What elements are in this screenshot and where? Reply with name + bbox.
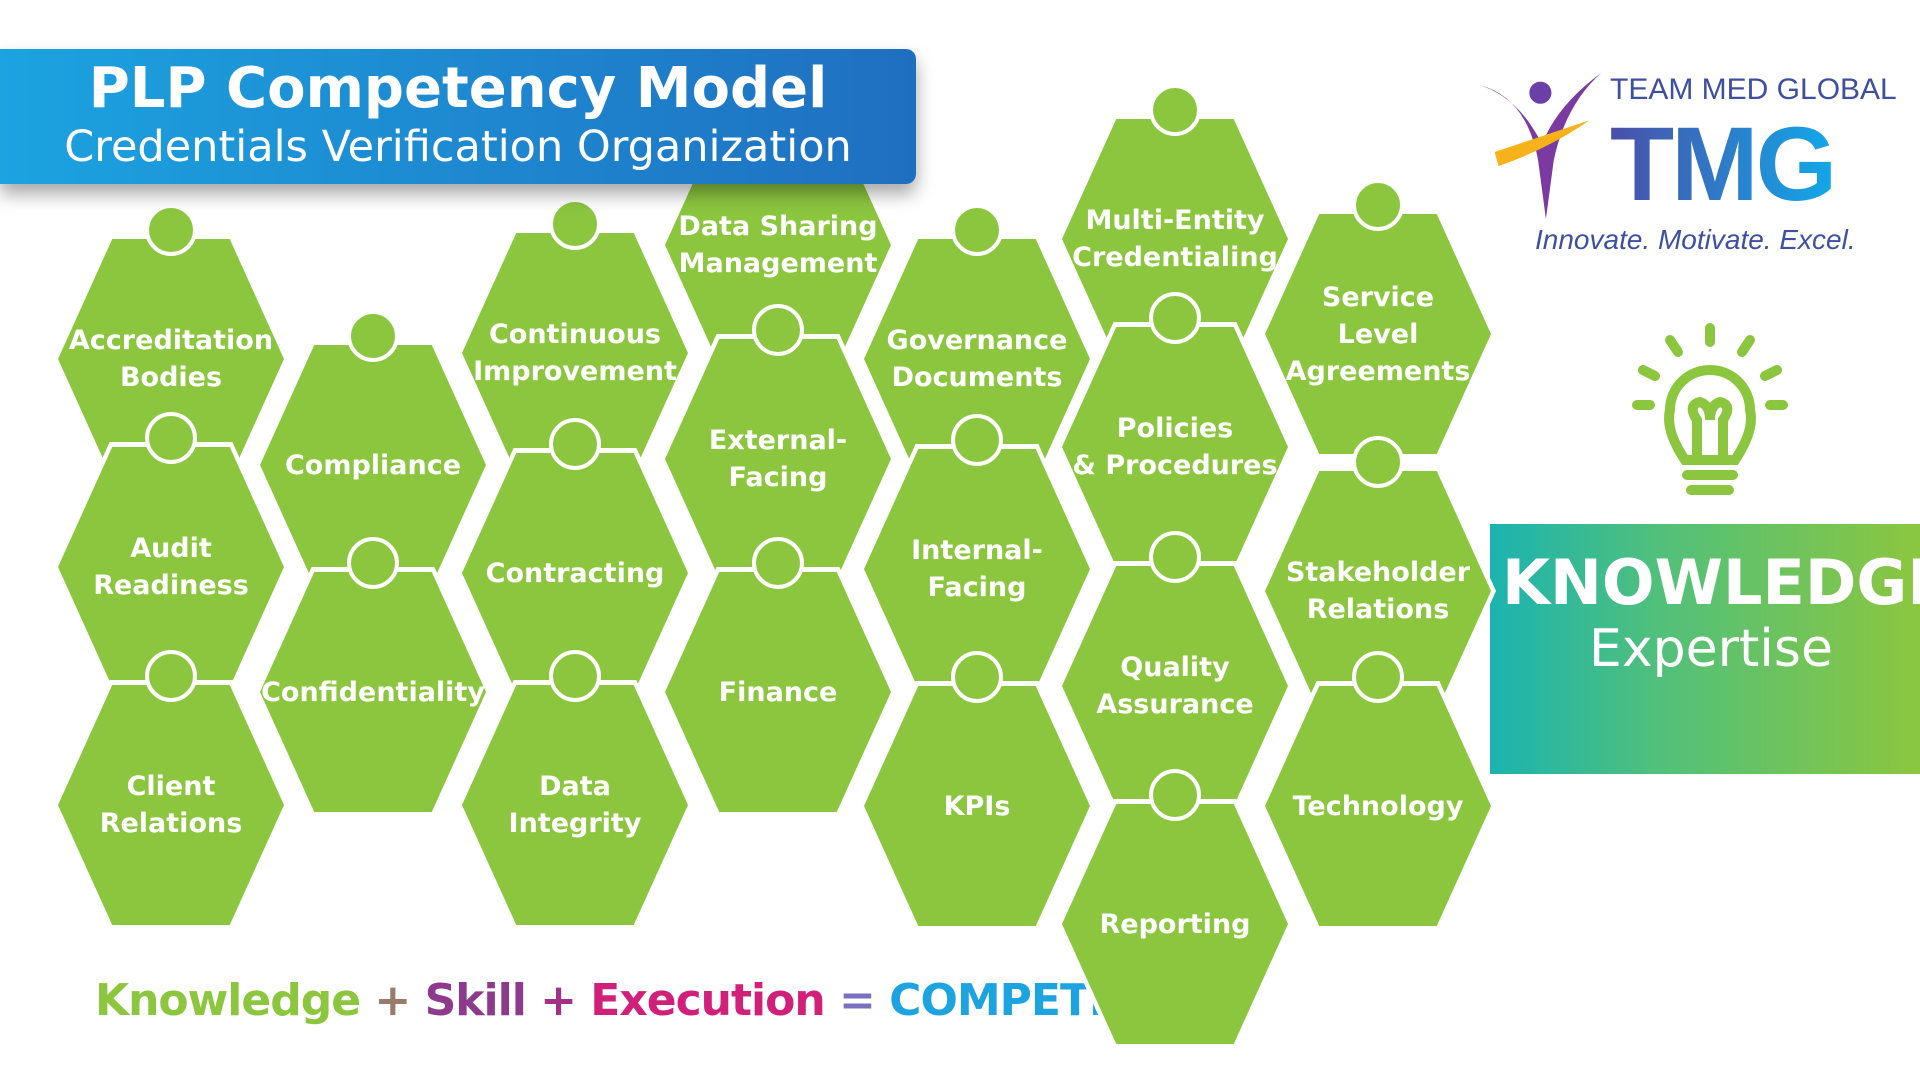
puzzle-piece: Client Relations <box>53 650 289 930</box>
piece-fill <box>1062 566 1288 806</box>
puzzle-piece: Technology <box>1260 651 1496 931</box>
puzzle-piece: Continuous Improvement <box>457 198 693 478</box>
piece-knob <box>1149 292 1201 344</box>
equation-equals: = <box>824 975 890 1026</box>
piece-fill <box>864 686 1090 926</box>
piece-label: Continuous Improvement <box>473 319 677 387</box>
piece-knob <box>1352 651 1404 703</box>
piece-label: Policies & Procedures <box>1072 413 1278 481</box>
piece-fill <box>1265 214 1491 454</box>
piece-label: Client Relations <box>99 771 243 839</box>
piece-label: Governance Documents <box>886 325 1068 393</box>
logo-company-name: TEAM MED GLOBAL <box>1610 73 1897 106</box>
piece-label: Audit Readiness <box>93 533 249 601</box>
puzzle-piece: Confidentiality <box>255 537 491 817</box>
piece-knob <box>1352 179 1404 231</box>
puzzle-piece: Accreditation Bodies <box>53 204 289 484</box>
piece-knob <box>347 310 399 362</box>
piece-label: Compliance <box>284 449 462 481</box>
piece-fill <box>462 685 688 925</box>
knowledge-title: KNOWLEDGE <box>1502 546 1920 619</box>
piece-knob <box>549 418 601 470</box>
puzzle-piece: Internal-Facing <box>859 414 1095 694</box>
piece-label: Multi-Entity Credentialing <box>1072 205 1278 273</box>
piece-knob <box>145 204 197 256</box>
logo-tagline: Innovate. Motivate. Excel. <box>1535 224 1856 255</box>
piece-label: Reporting <box>1099 908 1251 940</box>
piece-label: Quality Assurance <box>1096 652 1254 720</box>
piece-knob <box>951 651 1003 703</box>
puzzle-piece: Policies & Procedures <box>1057 292 1293 572</box>
piece-fill <box>864 449 1090 689</box>
figure-swoosh-icon <box>1478 73 1602 220</box>
piece-label: KPIs <box>943 790 1011 822</box>
piece-knob <box>1149 531 1201 583</box>
piece-label: External-Facing <box>708 425 848 493</box>
piece-label: Data Sharing Management <box>678 211 878 279</box>
knowledge-panel: KNOWLEDGE Expertise <box>1490 524 1920 774</box>
page-subtitle: Credentials Verification Organization <box>64 122 852 172</box>
piece-fill <box>665 572 891 812</box>
equation-plus: + <box>360 975 425 1026</box>
equation-skill: Skill <box>424 975 527 1026</box>
piece-knob <box>1352 436 1404 488</box>
piece-fill <box>58 447 284 687</box>
piece-label: Data Integrity <box>508 771 642 839</box>
piece-knob <box>951 204 1003 256</box>
piece-knob <box>1149 769 1201 821</box>
puzzle-piece: Reporting <box>1057 769 1293 1049</box>
piece-label: Stakeholder Relations <box>1285 557 1471 625</box>
piece-label: Confidentiality <box>261 676 485 708</box>
piece-label: Finance <box>718 676 838 708</box>
lightbulb-icon <box>1632 323 1788 495</box>
piece-label: Technology <box>1292 790 1464 822</box>
piece-knob <box>752 537 804 589</box>
piece-knob <box>951 414 1003 466</box>
page-title: PLP Competency Model <box>88 56 828 121</box>
piece-fill <box>58 685 284 925</box>
puzzle-piece: Finance <box>660 537 896 817</box>
piece-label: Contracting <box>485 557 665 589</box>
piece-label: Accreditation Bodies <box>68 325 274 393</box>
puzzle-piece: Contracting <box>457 418 693 698</box>
piece-knob <box>549 198 601 250</box>
piece-label: Internal-Facing <box>911 535 1043 603</box>
piece-knob <box>549 650 601 702</box>
piece-fill <box>1265 686 1491 926</box>
equation-plus: + <box>525 975 591 1026</box>
piece-knob <box>347 537 399 589</box>
piece-fill <box>1062 327 1288 567</box>
piece-fill <box>260 572 486 812</box>
equation-knowledge: Knowledge <box>95 975 361 1026</box>
piece-label: Service Level Agreements <box>1285 281 1471 387</box>
puzzle-piece: Quality Assurance <box>1057 531 1293 811</box>
competence-equation: Knowledge + Skill + Execution = COMPETEN… <box>95 975 1215 1026</box>
piece-knob <box>145 412 197 464</box>
piece-fill <box>1062 804 1288 1044</box>
puzzle-piece: Audit Readiness <box>53 412 289 692</box>
puzzle-piece: Service Level Agreements <box>1260 179 1496 459</box>
company-logo: TEAM MED GLOBAL TMG Innovate. Motivate. … <box>1475 73 1897 263</box>
puzzle-piece: Data Integrity <box>457 650 693 930</box>
logo-mark: TMG <box>1610 106 1837 223</box>
piece-knob <box>752 304 804 356</box>
knowledge-subtitle: Expertise <box>1589 619 1833 679</box>
piece-knob <box>1149 84 1201 136</box>
piece-knob <box>145 650 197 702</box>
equation-execution: Execution <box>590 975 825 1026</box>
puzzle-piece: KPIs <box>859 651 1095 931</box>
title-banner: PLP Competency Model Credentials Verific… <box>0 49 916 184</box>
